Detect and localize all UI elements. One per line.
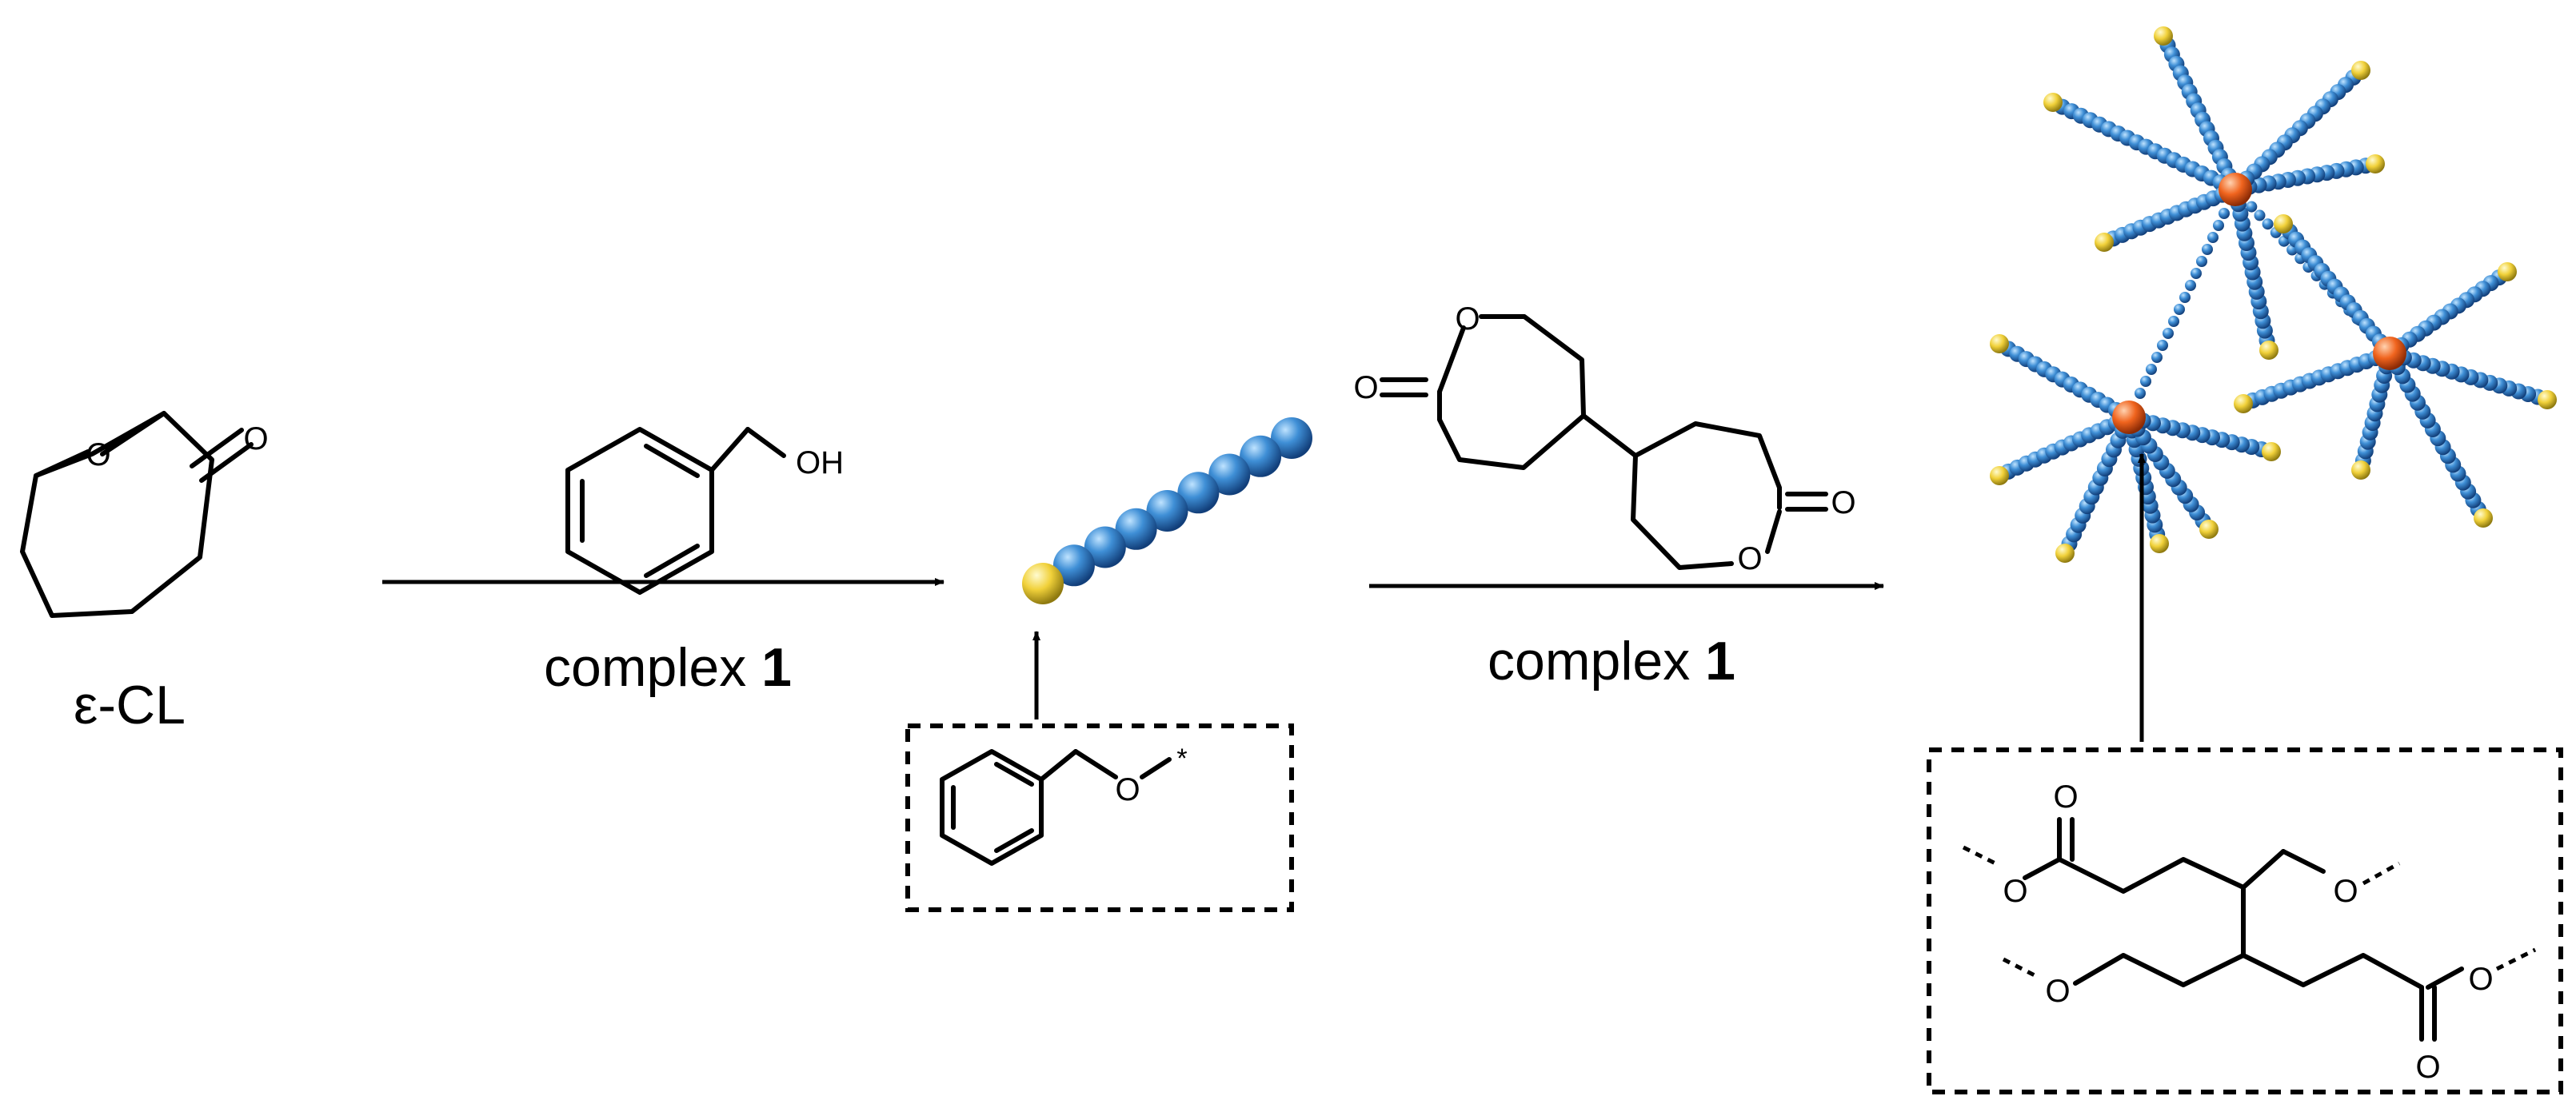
star-core-bead [2112, 401, 2146, 434]
crosslink-bead [2207, 232, 2219, 243]
core-inset-box [1927, 747, 2563, 1094]
arm-end-group-bead [2234, 394, 2253, 413]
crosslink-bead [2157, 340, 2168, 351]
caprolactone-monomer-structure: O O ε-CL [20, 411, 269, 735]
crosslinker-carbonyl2-oxygen-label: O [1831, 485, 1855, 520]
star-polymer-network [1990, 26, 2557, 563]
hydroxyl-label: OH [796, 445, 844, 480]
benzyloxy-end-group-structure: O * [940, 743, 1188, 866]
arm-end-group-bead [2150, 534, 2169, 553]
crosslink-bead [2146, 364, 2157, 375]
arm-end-group-bead [2366, 154, 2385, 173]
linear-polymer-chain [1022, 417, 1312, 604]
core-ester-oxygen-right-label: O [2468, 962, 2493, 997]
arm-end-group-bead [2474, 508, 2493, 528]
monomer-label: ε-CL [74, 675, 186, 735]
polymer-bead [1271, 417, 1312, 459]
star-core-bead [2219, 173, 2252, 206]
polymer-bead [1084, 526, 1126, 568]
arm-end-group-bead [2538, 390, 2557, 409]
core-carbonyl-oxygen-top-label: O [2053, 779, 2078, 815]
arm-end-group-bead [2351, 460, 2370, 480]
chain-continuation-star: * [1176, 743, 1187, 774]
polymer-bead [1208, 453, 1251, 496]
core-carbonyl-oxygen-bottom-label: O [2415, 1050, 2440, 1085]
end-group-inset-box [905, 723, 1294, 912]
crosslink-bead [2163, 328, 2174, 339]
arm-end-group-bead [1990, 334, 2009, 353]
star-core-bead [2373, 337, 2406, 370]
crosslink-bead [2262, 218, 2274, 230]
crosslink-bead [2140, 376, 2151, 387]
ether-oxygen-label: O [1115, 772, 1140, 807]
crosslink-core-structure: O O O O O O [1962, 779, 2537, 1085]
benzyl-alcohol-structure: OH [565, 427, 844, 595]
arm-end-group-bead [2351, 61, 2370, 80]
crosslink-bead [2196, 256, 2207, 267]
step1-condition-label: complex 1 [544, 637, 792, 698]
polymer-bead [1146, 490, 1188, 532]
crosslinker-ring1-oxygen-label: O [1455, 301, 1480, 337]
arm-end-group-bead [2154, 26, 2173, 46]
arm-end-group-bead [1990, 466, 2009, 485]
arm-end-group-bead [2274, 214, 2293, 233]
crosslinker-carbonyl1-oxygen-label: O [1353, 370, 1378, 405]
crosslink-bead [2246, 201, 2258, 213]
arm-end-group-bead [2259, 341, 2278, 360]
arm-end-group-bead [2043, 93, 2063, 112]
bis-caprolactone-crosslinker-structure: O O O O [1353, 301, 1855, 576]
crosslink-bead [2254, 209, 2266, 221]
carbonyl-oxygen-label: O [243, 421, 268, 456]
ring-oxygen-label: O [86, 437, 110, 472]
step2-condition-label: complex 1 [1488, 631, 1735, 692]
crosslink-bead [2202, 244, 2213, 255]
crosslink-bead [2168, 316, 2179, 327]
crosslink-bead [2191, 268, 2202, 279]
polymer-bead [1177, 472, 1220, 514]
crosslink-bead [2174, 304, 2185, 315]
crosslink-bead [2213, 220, 2224, 231]
crosslink-bead [2179, 292, 2191, 303]
end-group-bead [1022, 563, 1064, 604]
core-ether-oxygen-right-label: O [2333, 874, 2358, 909]
arm-end-group-bead [2095, 233, 2114, 252]
arm-end-group-bead [2199, 520, 2219, 539]
crosslink-bead [2135, 388, 2146, 399]
arm-end-group-bead [2498, 262, 2517, 281]
arm-end-group-bead [2262, 442, 2281, 461]
core-ether-oxygen-left-label: O [2045, 974, 2070, 1009]
polymer-bead [1115, 508, 1157, 550]
crosslinker-ring2-oxygen-label: O [1737, 541, 1762, 576]
polymer-bead [1052, 544, 1095, 587]
crosslink-bead [2219, 208, 2230, 219]
crosslink-bead [2185, 280, 2196, 291]
crosslink-bead [2151, 352, 2163, 363]
polymer-bead [1240, 435, 1282, 477]
arm-end-group-bead [2055, 544, 2075, 563]
